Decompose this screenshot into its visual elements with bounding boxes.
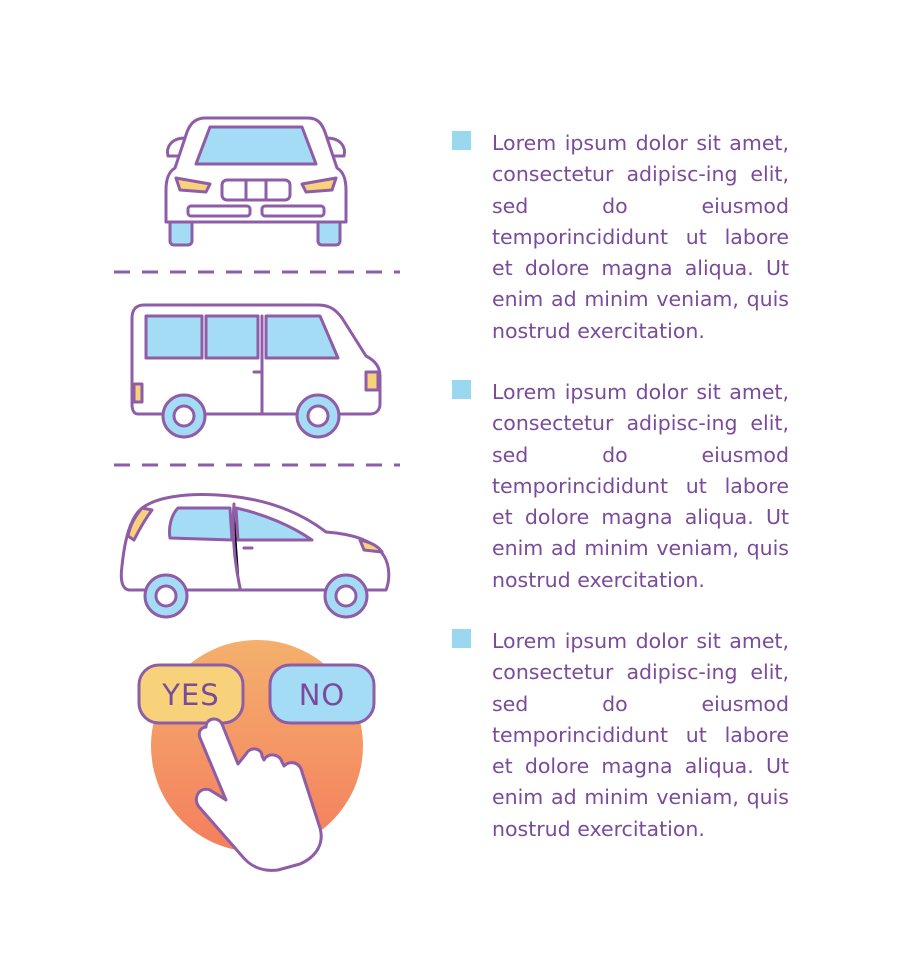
paragraph-1: Lorem ipsum dolor sit amet, consectetur … xyxy=(492,131,789,343)
sedan-front-icon xyxy=(164,116,348,247)
minivan-icon xyxy=(130,303,382,439)
paragraph-2: Lorem ipsum dolor sit amet, consectetur … xyxy=(492,380,789,592)
bullet-square xyxy=(452,629,471,648)
pointing-hand-icon xyxy=(194,717,323,872)
bullet-square xyxy=(452,131,471,150)
yes-no-choice-icon: YES NO xyxy=(137,640,376,872)
bullet-square xyxy=(452,380,471,399)
no-button[interactable]: NO xyxy=(268,663,376,725)
no-label: NO xyxy=(299,678,346,712)
paragraph-3: Lorem ipsum dolor sit amet, consectetur … xyxy=(492,629,789,841)
yes-button[interactable]: YES xyxy=(137,663,245,725)
yes-label: YES xyxy=(161,678,219,712)
hatchback-icon xyxy=(119,493,391,619)
